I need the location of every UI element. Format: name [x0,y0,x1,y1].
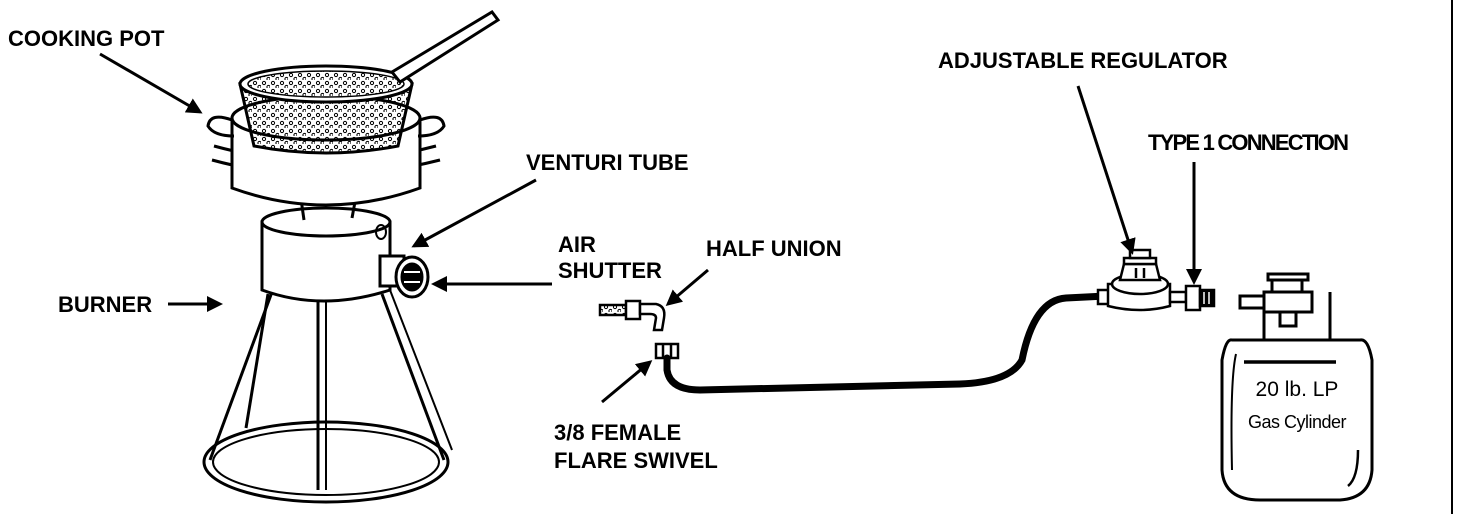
label-flare-swivel-line2: FLARE SWIVEL [554,448,718,473]
half-union-fitting [598,299,666,332]
regulator-assembly [1096,248,1216,312]
flare-swivel-fitting [654,342,680,360]
label-adjustable-regulator: ADJUSTABLE REGULATOR [938,48,1228,73]
label-flare-swivel-line1: 3/8 FEMALE [554,420,682,445]
label-type1-connection: TYPE 1 CONNECTION [1148,130,1349,155]
label-air-shutter-line1: AIR [558,232,596,257]
label-venturi-tube: VENTURI TUBE [526,150,689,175]
lp-gas-cylinder [1220,272,1374,502]
fryer-stand [202,289,453,504]
venturi-air-shutter [378,254,430,299]
label-burner: BURNER [58,292,153,317]
fry-basket [238,10,501,155]
burner-housing [260,206,392,303]
cylinder-type-label: Gas Cylinder [1247,412,1347,432]
cylinder-capacity-label: 20 lb. LP [1255,378,1339,401]
leader-arrows [99,52,1202,404]
gas-hose [663,292,1110,394]
label-air-shutter-line2: SHUTTER [558,258,662,283]
label-cooking-pot: COOKING POT [8,26,165,51]
label-half-union: HALF UNION [706,236,842,261]
